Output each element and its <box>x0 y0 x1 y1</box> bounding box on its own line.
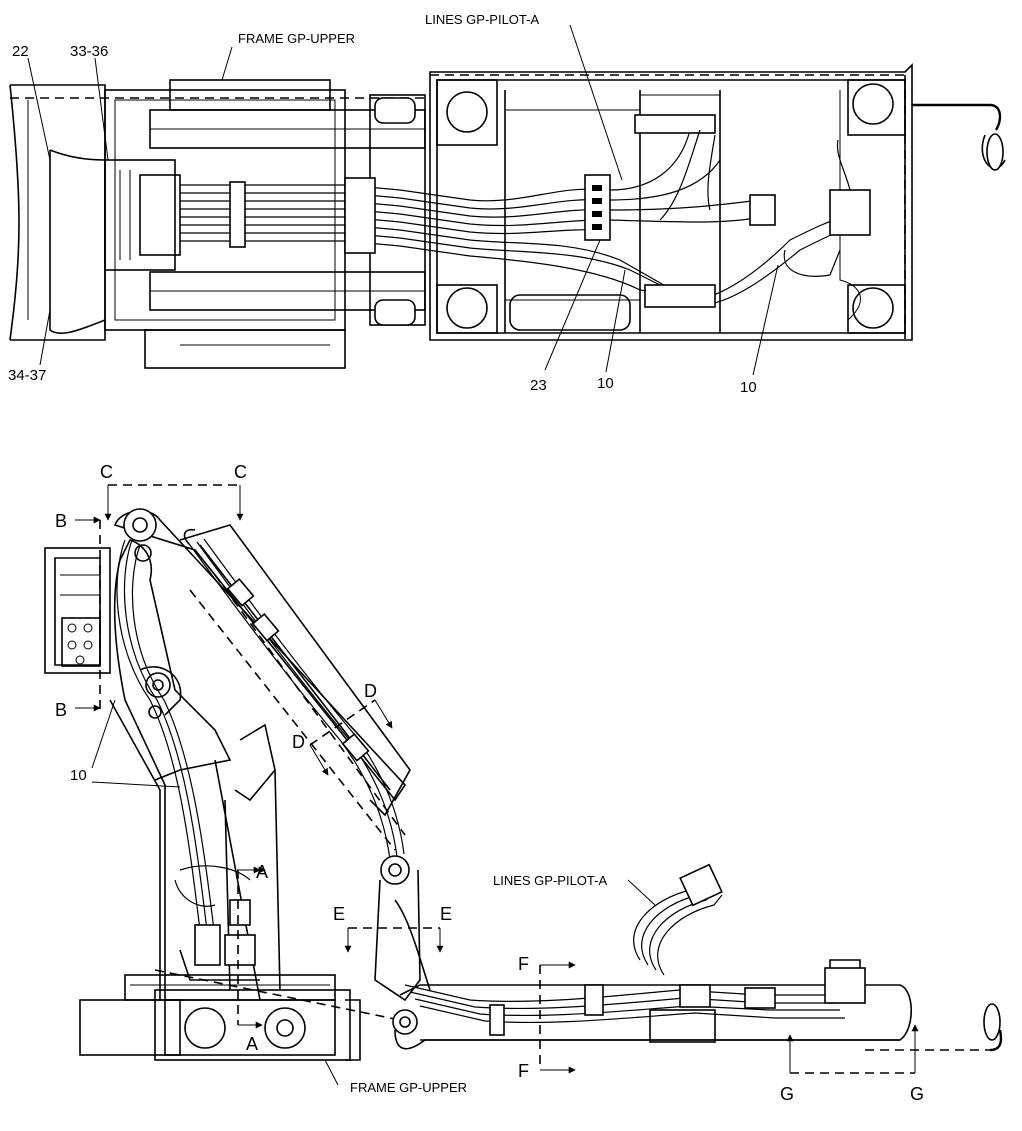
section-c-right-label: C <box>234 462 247 482</box>
side-lines-gp-pilot-label: LINES GP-PILOT-A <box>493 873 607 888</box>
callout-33-36: 33-36 <box>70 43 108 60</box>
top-boom-section <box>9 84 106 341</box>
section-f-bottom-label: F <box>518 1061 529 1081</box>
side-deck <box>392 984 912 1050</box>
side-callout-10: 10 <box>70 767 87 784</box>
section-a-top-label: A <box>256 862 268 882</box>
section-b-top-label: B <box>55 511 67 531</box>
section-e-left-label: E <box>333 904 345 924</box>
side-arm-hoses <box>116 539 266 981</box>
section-g-left-label: G <box>780 1084 794 1104</box>
section-b-bottom-label: B <box>55 700 67 720</box>
side-boom-hoses <box>189 538 431 1002</box>
section-e-right-label: E <box>440 904 452 924</box>
top-mirror <box>912 103 1006 171</box>
side-frame-gp-upper-label: FRAME GP-UPPER <box>350 1080 467 1095</box>
top-lines-gp-pilot-label: LINES GP-PILOT-A <box>425 12 539 27</box>
callout-10-b: 10 <box>740 379 757 396</box>
section-c-left-label: C <box>100 462 113 482</box>
section-d-top-label: D <box>364 681 377 701</box>
section-g-right-label: G <box>910 1084 924 1104</box>
section-f-top-label: F <box>518 954 529 974</box>
side-view: LINES GP-PILOT-A FRAME GP-UPPER 10 C C B… <box>44 462 1003 1104</box>
top-hose-bundle <box>180 114 871 308</box>
top-center-frame <box>104 79 426 369</box>
section-d-bottom-label: D <box>292 732 305 752</box>
section-a-bottom-label: A <box>246 1034 258 1054</box>
side-mirror <box>865 1003 1003 1052</box>
callout-23: 23 <box>530 377 547 394</box>
side-control-panel <box>44 547 111 674</box>
top-leaders <box>27 24 779 376</box>
callout-22: 22 <box>12 43 29 60</box>
side-arm <box>109 539 281 1001</box>
side-deck-hoses <box>404 863 866 1036</box>
top-view: FRAME GP-UPPER LINES GP-PILOT-A 22 33-36… <box>8 12 1006 396</box>
top-frame-gp-upper-label: FRAME GP-UPPER <box>238 31 355 46</box>
side-lower-frame <box>79 969 401 1061</box>
callout-10-a: 10 <box>597 375 614 392</box>
callout-34-37: 34-37 <box>8 367 46 384</box>
